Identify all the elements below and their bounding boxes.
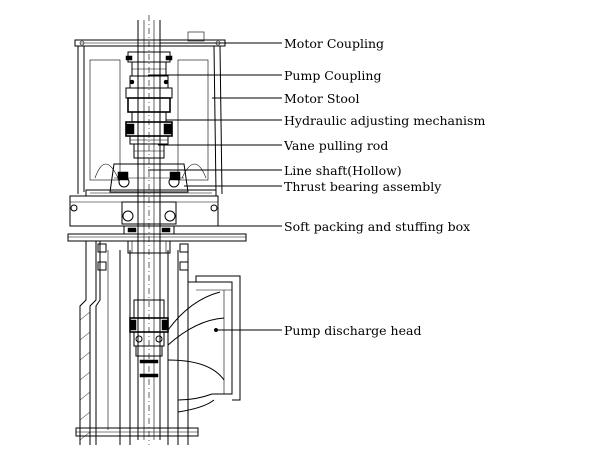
label-vane-pulling-rod: Vane pulling rod (283, 138, 388, 153)
label-line-shaft: Line shaft(Hollow) (284, 163, 402, 178)
label-hydraulic-adjusting-mechanism: Hydraulic adjusting mechanism (284, 113, 485, 128)
leader-lines (148, 42, 282, 331)
central-shaft (137, 15, 161, 445)
label-thrust-bearing-assembly: Thrust bearing assembly (284, 179, 442, 194)
label-motor-stool: Motor Stool (284, 91, 359, 106)
label-motor-coupling: Motor Coupling (284, 36, 384, 51)
vane-pulling-rod-drawing (133, 143, 165, 159)
lower-coupling-drawing (129, 299, 169, 378)
label-pump-discharge-head: Pump discharge head (284, 323, 421, 338)
thrust-bearing-drawing (85, 163, 217, 197)
label-pump-coupling: Pump Coupling (284, 68, 381, 83)
callout-labels: Motor Coupling Pump Coupling Motor Stool… (283, 36, 485, 338)
label-soft-packing: Soft packing and stuffing box (284, 219, 470, 234)
discharge-head-drawing (75, 241, 241, 445)
stuffing-box-drawing (123, 225, 175, 254)
hydraulic-mechanism-drawing (125, 97, 173, 145)
